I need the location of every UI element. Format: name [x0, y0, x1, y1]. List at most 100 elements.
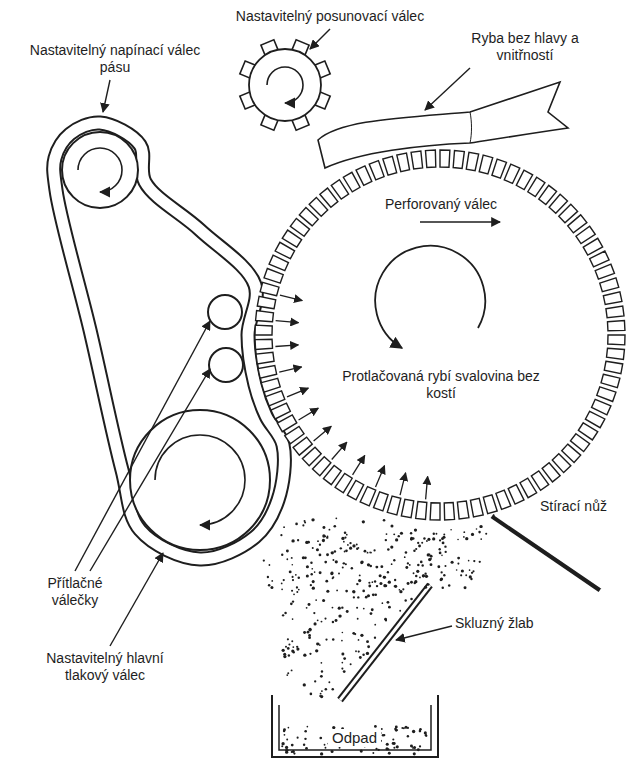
- waste-particle: [465, 537, 468, 540]
- perforated-drum: [255, 150, 625, 520]
- waste-particle: [324, 618, 326, 620]
- waste-particle: [284, 734, 286, 736]
- waste-particle: [292, 646, 294, 648]
- waste-particle: [291, 640, 293, 642]
- waste-particle: [352, 632, 355, 635]
- waste-particle: [347, 544, 349, 546]
- waste-particle: [457, 557, 460, 560]
- waste-particle: [387, 571, 389, 573]
- waste-particle: [385, 619, 387, 621]
- waste-particle: [306, 575, 309, 578]
- belt-inner: [54, 123, 285, 559]
- waste-particle: [383, 584, 386, 587]
- waste-particle: [363, 608, 365, 610]
- waste-particle: [298, 576, 300, 578]
- waste-particle: [291, 649, 294, 652]
- waste-particle: [291, 590, 293, 592]
- drum-cell: [425, 150, 435, 167]
- waste-particle: [409, 564, 411, 566]
- waste-particle: [436, 533, 438, 535]
- waste-particle: [295, 574, 297, 576]
- rotation-arrow: [375, 246, 485, 348]
- waste-particle: [322, 599, 325, 602]
- waste-particle: [329, 529, 331, 531]
- waste-particle: [281, 742, 284, 745]
- waste-particle: [319, 737, 322, 740]
- waste-particle: [320, 662, 322, 664]
- waste-particle: [387, 548, 390, 551]
- waste-particle: [369, 565, 372, 568]
- waste-particle: [320, 695, 323, 698]
- drum-cell: [255, 339, 272, 349]
- waste-particle: [457, 563, 459, 565]
- drum-cell: [383, 156, 397, 175]
- waste-particle: [469, 569, 471, 571]
- waste-particle: [392, 742, 395, 745]
- waste-particle: [383, 519, 386, 522]
- waste-particle: [399, 610, 401, 612]
- waste-particle: [319, 544, 321, 546]
- waste-particle: [349, 547, 352, 550]
- waste-particle: [479, 561, 481, 563]
- drum-cell: [258, 365, 277, 378]
- rotation-arrow: [78, 148, 122, 192]
- waste-particle: [358, 651, 360, 653]
- waste-particle: [283, 655, 286, 658]
- waste-particle: [421, 542, 423, 544]
- chute-label: Skluzný žlab: [455, 615, 575, 632]
- waste-particle: [358, 579, 361, 582]
- waste-particle: [287, 672, 289, 674]
- waste-particle: [325, 688, 328, 691]
- waste-particle: [313, 612, 315, 614]
- waste-particle: [395, 538, 398, 541]
- waste-particle: [281, 745, 283, 747]
- waste-particle: [270, 586, 273, 589]
- waste-particle: [328, 681, 330, 683]
- waste-particle: [297, 539, 299, 541]
- waste-particle: [439, 539, 441, 541]
- waste-particle: [382, 602, 384, 604]
- waste-particle: [322, 526, 325, 529]
- waste-particle: [285, 751, 288, 754]
- waste-particle: [320, 693, 322, 695]
- waste-particle: [317, 540, 319, 542]
- waste-particle: [456, 569, 458, 571]
- waste-particle: [413, 752, 416, 755]
- leader-arrow: [110, 553, 163, 646]
- waste-particle: [332, 607, 334, 609]
- waste-particle: [414, 528, 417, 531]
- waste-particle: [310, 693, 313, 696]
- waste-particle: [303, 744, 305, 746]
- waste-particle: [316, 548, 319, 551]
- waste-particle: [325, 747, 327, 749]
- waste-particle: [315, 599, 317, 601]
- waste-particle: [310, 573, 312, 575]
- waste-particle: [352, 590, 355, 593]
- waste-particle: [371, 581, 373, 583]
- waste-particle: [356, 607, 358, 609]
- waste-particle: [380, 565, 383, 568]
- waste-particle: [320, 752, 323, 755]
- waste-particle: [440, 571, 442, 573]
- waste-particle: [359, 656, 362, 659]
- waste-particle: [388, 752, 391, 755]
- waste-particle: [321, 690, 323, 692]
- waste-particle: [410, 532, 412, 534]
- waste-particle: [417, 564, 419, 566]
- waste-particle: [285, 646, 287, 648]
- waste-particle: [302, 556, 305, 559]
- waste-particle: [402, 588, 404, 590]
- waste-particle: [311, 568, 313, 570]
- waste-particle: [343, 670, 346, 673]
- waste-particle: [263, 559, 265, 561]
- flow-arrow: [332, 442, 347, 459]
- waste-particle: [322, 539, 324, 541]
- waste-particle: [287, 647, 290, 650]
- waste-particle: [281, 554, 283, 556]
- waste-particle: [388, 581, 391, 584]
- waste-particle: [405, 566, 408, 569]
- knife-label: Stírací nůž: [540, 498, 626, 515]
- leader-arrow: [396, 626, 452, 640]
- waste-particle: [420, 561, 423, 564]
- waste-particle: [413, 746, 416, 749]
